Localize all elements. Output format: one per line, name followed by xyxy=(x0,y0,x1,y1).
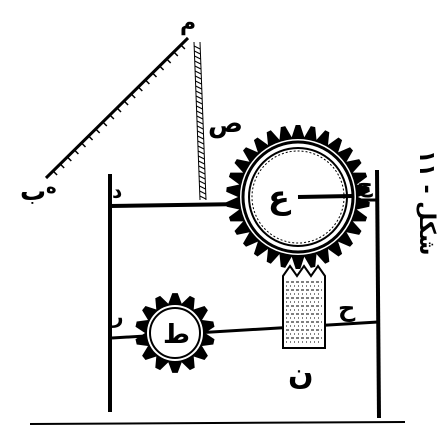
label-big-gear-right: ج xyxy=(357,173,373,198)
big-gear xyxy=(226,125,370,269)
label-left-bar-end: د xyxy=(112,179,122,203)
label-rod-end: ب xyxy=(20,177,46,207)
label-pivot-top: م xyxy=(180,11,196,36)
label-string: ص xyxy=(208,109,243,139)
small-gear xyxy=(135,293,215,373)
label-rod-mark: ه xyxy=(46,177,57,198)
figure-caption: شكل - ١١ xyxy=(414,150,439,255)
label-small-gear-left: ر xyxy=(111,304,124,328)
label-weight: ن xyxy=(288,357,314,392)
hanging-string xyxy=(193,41,207,201)
upper-bar xyxy=(109,202,246,208)
label-small-gear-center: ط xyxy=(163,320,190,350)
weight-block xyxy=(282,264,326,349)
label-big-gear-center: ع xyxy=(268,178,292,216)
label-lower-bar-right: ح xyxy=(338,294,356,322)
inclined-rod xyxy=(44,36,190,180)
right-post xyxy=(375,169,381,419)
base-line xyxy=(29,421,406,425)
big-gear-spoke xyxy=(297,194,353,199)
